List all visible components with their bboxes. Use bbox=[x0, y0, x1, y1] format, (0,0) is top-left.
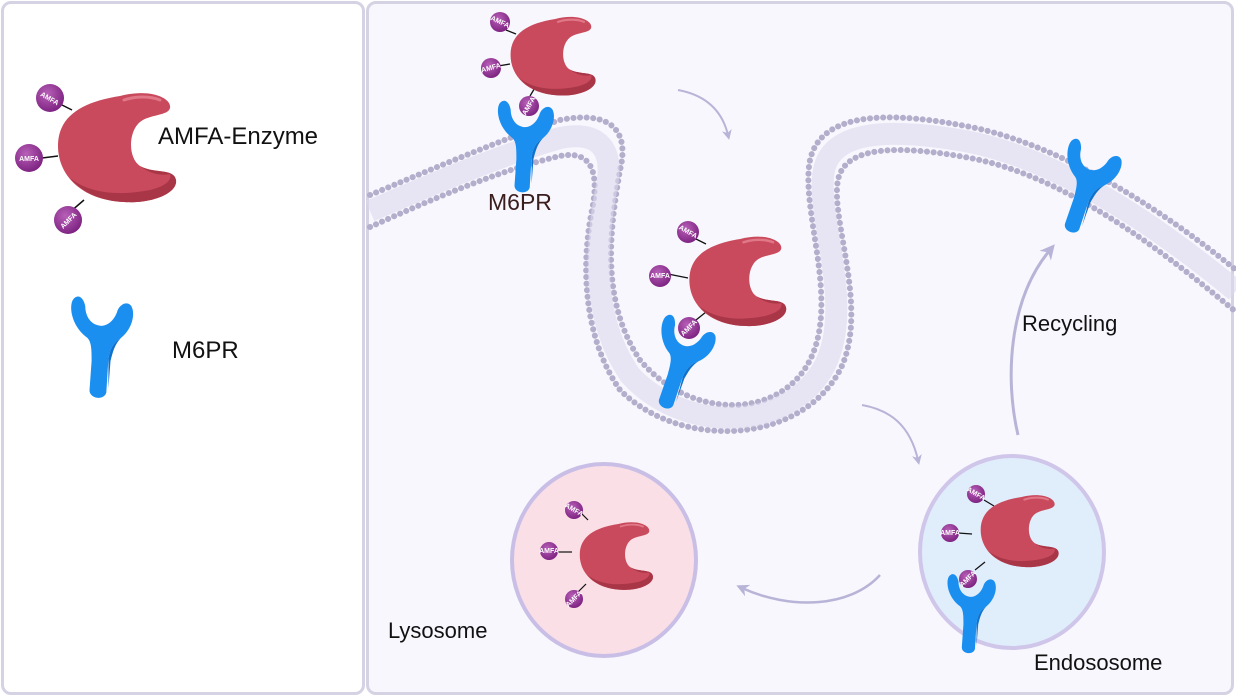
amfa-tag-icon: AMFA bbox=[481, 58, 502, 78]
enzyme-icon bbox=[688, 235, 788, 328]
legend-panel bbox=[1, 1, 365, 695]
endosome: AMFA AMFA AMFA bbox=[918, 454, 1106, 654]
amfa-tag-icon: AMFA bbox=[519, 96, 539, 117]
svg-text:AMFA: AMFA bbox=[539, 548, 559, 555]
amfa-tag-icon: AMFA bbox=[15, 144, 43, 172]
endosome-arrow bbox=[861, 404, 922, 465]
endocytosis-arrow bbox=[677, 89, 732, 140]
svg-text:AMFA: AMFA bbox=[19, 156, 39, 163]
enzyme-icon bbox=[509, 15, 597, 97]
amfa-tag-icon: AMFA bbox=[649, 265, 671, 287]
legend-enzyme: AMFA AMFA AMFA bbox=[15, 84, 178, 234]
amfa-tag-icon: AMFA bbox=[678, 317, 700, 339]
svg-text:AMFA: AMFA bbox=[481, 63, 502, 75]
amfa-tag-icon: AMFA bbox=[36, 84, 64, 112]
legend-enzyme-label: AMFA-Enzyme bbox=[158, 123, 318, 150]
cell-membrane bbox=[365, 114, 1236, 435]
legend-receptor-label: M6PR bbox=[172, 337, 239, 364]
amfa-tag-icon: AMFA bbox=[54, 206, 82, 234]
amfa-tag-icon: AMFA bbox=[563, 501, 584, 519]
surface-enzyme-complex: AMFA AMFA AMFA bbox=[481, 12, 597, 193]
recycling-arrow bbox=[1009, 244, 1055, 436]
lysosome-arrow bbox=[736, 574, 881, 604]
svg-text:AMFA: AMFA bbox=[940, 530, 960, 537]
recycling-label: Recycling bbox=[1022, 311, 1117, 336]
amfa-tag-icon: AMFA bbox=[489, 12, 510, 32]
amfa-tag-icon: AMFA bbox=[965, 485, 986, 503]
amfa-tag-icon: AMFA bbox=[677, 221, 699, 243]
amfa-tag-icon: AMFA bbox=[539, 542, 559, 560]
svg-text:AMFA: AMFA bbox=[650, 273, 670, 280]
amfa-tag-icon: AMFA bbox=[940, 524, 960, 542]
legend-receptor-icon bbox=[71, 296, 134, 398]
amfa-tag-icon: AMFA bbox=[565, 590, 584, 609]
m6pr-label: M6PR bbox=[488, 189, 552, 215]
lysosome-label: Lysosome bbox=[388, 618, 487, 643]
internalized-enzyme-complex: AMFA AMFA AMFA bbox=[641, 221, 788, 417]
endosome-label: Endososome bbox=[1034, 650, 1162, 675]
lysosome: AMFA AMFA AMFA bbox=[510, 462, 698, 658]
amfa-tag-icon: AMFA bbox=[959, 570, 978, 589]
